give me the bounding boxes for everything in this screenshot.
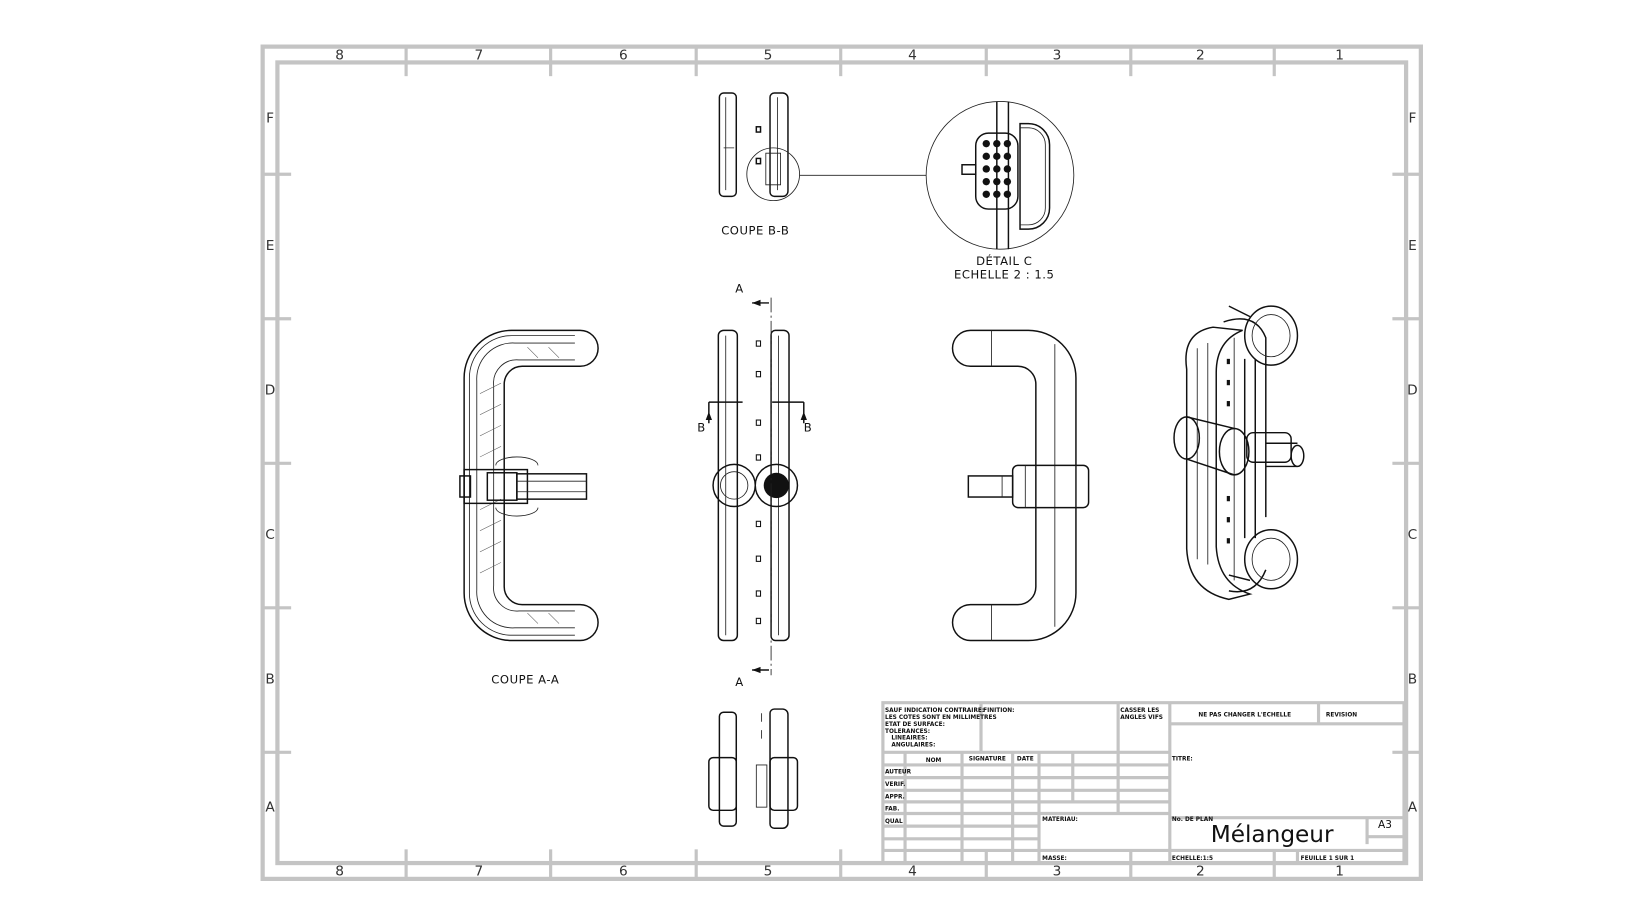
connector-pin xyxy=(982,152,990,161)
drawing-number-label: No. DE PLAN xyxy=(1172,817,1213,823)
zone-row-A: A xyxy=(265,799,275,815)
revision-label: REVISION xyxy=(1326,712,1357,718)
title-label: TITRE: xyxy=(1172,757,1193,763)
zone-column-8: 8 xyxy=(335,864,344,880)
connector-pin xyxy=(1003,152,1012,161)
material-label: MATERIAU: xyxy=(1042,817,1078,823)
front-view xyxy=(951,329,1090,642)
zone-row-E: E xyxy=(266,238,275,254)
bottom-view xyxy=(708,708,799,829)
zone-column-8: 8 xyxy=(335,47,344,63)
zone-row-B: B xyxy=(265,672,274,688)
zone-column-5: 5 xyxy=(764,47,773,63)
zone-column-3: 3 xyxy=(1053,47,1062,63)
zone-column-3: 3 xyxy=(1053,864,1062,880)
cut-label-a-bottom: A xyxy=(735,675,743,689)
side-view: A A B B xyxy=(697,281,812,689)
zone-row-D: D xyxy=(1407,383,1418,399)
connector-pin xyxy=(993,152,1001,161)
zone-row-D: D xyxy=(265,383,276,399)
slot-mark xyxy=(1226,379,1230,386)
zone-row-A: A xyxy=(1408,799,1418,815)
slot-mark xyxy=(1226,495,1230,502)
slot-mark xyxy=(1226,517,1230,523)
finish-label: FINITION: xyxy=(983,708,1014,714)
role-qual: QUAL xyxy=(885,819,903,825)
connector-pin xyxy=(982,177,990,186)
role-author: AUTEUR xyxy=(885,769,912,775)
zone-column-6: 6 xyxy=(619,864,628,880)
connector-pin xyxy=(1003,190,1012,198)
zone-column-7: 7 xyxy=(475,47,484,63)
zone-column-6: 6 xyxy=(619,47,628,63)
zone-row-F: F xyxy=(266,111,274,127)
section-bb-view: COUPE B-B xyxy=(718,92,927,237)
connector-pin xyxy=(1003,177,1012,186)
zone-column-1: 1 xyxy=(1335,47,1344,63)
zone-row-F: F xyxy=(1408,111,1416,127)
zone-column-4: 4 xyxy=(908,47,917,63)
slot-mark xyxy=(1226,401,1230,407)
mass-label: MASSE: xyxy=(1042,856,1067,862)
section-bb-label: COUPE B-B xyxy=(721,223,789,237)
connector-pin xyxy=(993,139,1001,148)
connector-pin xyxy=(1003,139,1012,148)
cut-label-a-top: A xyxy=(735,281,743,295)
header-date: DATE xyxy=(1017,757,1034,763)
zone-column-2: 2 xyxy=(1196,47,1205,63)
slot-mark xyxy=(755,555,762,562)
general-notes: SAUF INDICATION CONTRAIRE: LES COTES SON… xyxy=(885,708,999,748)
connector-pin xyxy=(993,177,1001,186)
isometric-view xyxy=(1173,305,1305,601)
cut-label-b-right: B xyxy=(804,421,812,435)
zone-column-2: 2 xyxy=(1196,864,1205,880)
sheet-number: FEUILLE 1 SUR 1 xyxy=(1301,856,1355,862)
slot-mark xyxy=(1226,358,1230,365)
cut-label-b-left: B xyxy=(697,421,705,435)
zone-row-E: E xyxy=(1408,238,1417,254)
drawing-title: Mélangeur xyxy=(1211,821,1334,848)
slot-mark xyxy=(755,617,762,625)
connector-pin xyxy=(982,165,990,173)
zone-column-5: 5 xyxy=(764,864,773,880)
section-aa-label: COUPE A-A xyxy=(491,673,559,687)
zone-column-1: 1 xyxy=(1335,864,1344,880)
slot-mark xyxy=(755,520,762,528)
sheet-size: A3 xyxy=(1378,819,1392,831)
zone-row-B: B xyxy=(1408,672,1417,688)
title-block: SAUF INDICATION CONTRAIRE: LES COTES SON… xyxy=(881,701,1406,865)
connector-pin xyxy=(982,190,990,198)
zone-column-4: 4 xyxy=(908,864,917,880)
slot-mark xyxy=(755,590,762,597)
scale-label: ECHELLE:1:5 xyxy=(1172,856,1213,862)
role-verif: VERIF. xyxy=(885,782,905,788)
slot-mark xyxy=(755,340,762,347)
zone-row-C: C xyxy=(265,527,275,543)
header-name: NOM xyxy=(926,758,942,764)
connector-pin xyxy=(982,139,990,148)
connector-pin xyxy=(993,190,1001,198)
slot-mark xyxy=(755,370,762,378)
break-edges-label: CASSER LES ANGLES VIFS xyxy=(1120,708,1163,721)
sheet-frame xyxy=(260,44,1423,881)
section-aa-view: COUPE A-A xyxy=(459,329,599,687)
detail-c-scale: ECHELLE 2 : 1.5 xyxy=(954,268,1054,282)
slot-mark xyxy=(755,419,762,426)
slot-mark xyxy=(1226,538,1230,544)
zone-row-C: C xyxy=(1408,527,1418,543)
header-signature: SIGNATURE xyxy=(969,757,1006,763)
role-fab: FAB. xyxy=(885,806,899,812)
detail-c-label: DÉTAIL C xyxy=(976,253,1032,268)
connector-pin xyxy=(993,165,1001,173)
slot-mark xyxy=(755,454,762,461)
detail-c-view: DÉTAIL C ECHELLE 2 : 1.5 xyxy=(925,101,1075,282)
zone-column-7: 7 xyxy=(475,864,484,880)
connector-pin xyxy=(1003,165,1012,173)
role-appr: APPR. xyxy=(885,795,905,801)
no-scale-label: NE PAS CHANGER L'ECHELLE xyxy=(1198,712,1291,718)
